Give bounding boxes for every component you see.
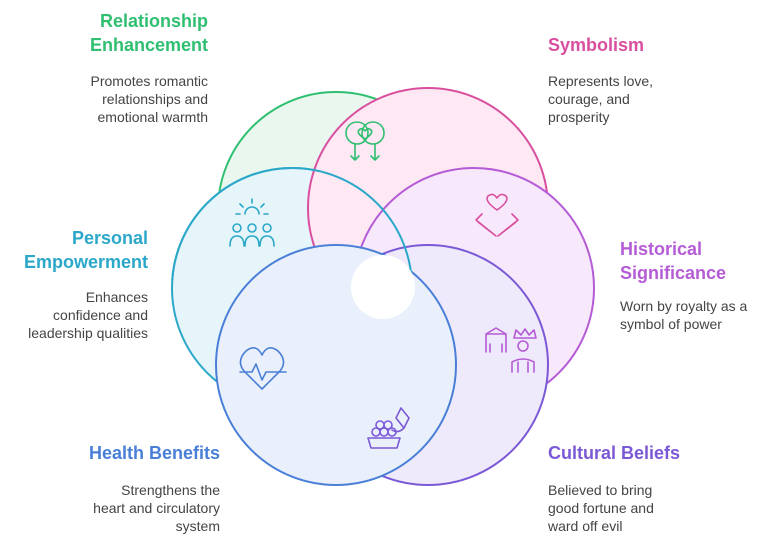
ring-personal-edge: [171, 167, 413, 280]
symbolism-title-line-1: Symbolism: [548, 35, 645, 55]
ring-health: [215, 244, 457, 486]
health-title: Health Benefits: [20, 441, 220, 465]
health-desc-line-1: Strengthens the: [121, 482, 220, 498]
personal-desc-line-2: confidence and: [53, 307, 148, 323]
symbolism-desc: Represents love, courage, and prosperity: [548, 72, 748, 126]
personal-title: Personal Empowerment: [8, 226, 148, 274]
health-title-line-1: Health Benefits: [88, 443, 220, 463]
cultural-title: Cultural Beliefs: [548, 441, 758, 465]
personal-title-line-1: Personal: [71, 228, 148, 248]
relationship-desc-line-1: Promotes romantic: [90, 73, 208, 89]
personal-desc-line-1: Enhances: [85, 289, 148, 305]
relationship-desc: Promotes romantic relationships and emot…: [8, 72, 208, 126]
personal-desc-line-3: leadership qualities: [28, 325, 148, 341]
cultural-desc: Believed to bring good fortune and ward …: [548, 481, 748, 535]
relationship-title-line-1: Relationship: [99, 11, 208, 31]
symbolism-title: Symbolism: [548, 33, 748, 57]
heartbeat-icon: [239, 347, 287, 390]
historical-desc-line-2: symbol of power: [620, 316, 722, 332]
health-desc: Strengthens the heart and circulatory sy…: [20, 481, 220, 535]
royalty-icon: [485, 327, 537, 373]
historical-title: Historical Significance: [620, 237, 765, 285]
symbolism-desc-line-3: prosperity: [548, 109, 610, 125]
personal-desc: Enhances confidence and leadership quali…: [4, 288, 148, 342]
group-leader-icon: [229, 198, 275, 247]
relationship-desc-line-2: relationships and: [102, 91, 208, 107]
symbolism-desc-line-1: Represents love,: [548, 73, 654, 89]
cultural-desc-line-3: ward off evil: [548, 518, 623, 534]
ring-layer: [171, 87, 595, 486]
heart-hands-icon: [475, 193, 519, 237]
historical-desc: Worn by royalty as a symbol of power: [620, 297, 768, 333]
health-desc-line-3: system: [175, 518, 220, 534]
relationship-desc-line-3: emotional warmth: [97, 109, 209, 125]
historical-title-line-1: Historical: [620, 239, 703, 259]
festival-kite-icon: [367, 407, 410, 449]
center-hole: [351, 255, 415, 319]
relationship-title-line-2: Enhancement: [89, 35, 208, 55]
personal-title-line-2: Empowerment: [23, 252, 148, 272]
health-desc-line-2: heart and circulatory: [93, 500, 220, 516]
symbolism-desc-line-2: courage, and: [548, 91, 630, 107]
historical-desc-line-1: Worn by royalty as a: [620, 298, 748, 314]
relationship-title: Relationship Enhancement: [20, 9, 208, 57]
cultural-desc-line-2: good fortune and: [548, 500, 654, 516]
historical-title-line-2: Significance: [620, 263, 727, 283]
cultural-title-line-1: Cultural Beliefs: [548, 443, 681, 463]
interlocking-hearts-icon: [345, 121, 385, 161]
cultural-desc-line-1: Believed to bring: [548, 482, 653, 498]
